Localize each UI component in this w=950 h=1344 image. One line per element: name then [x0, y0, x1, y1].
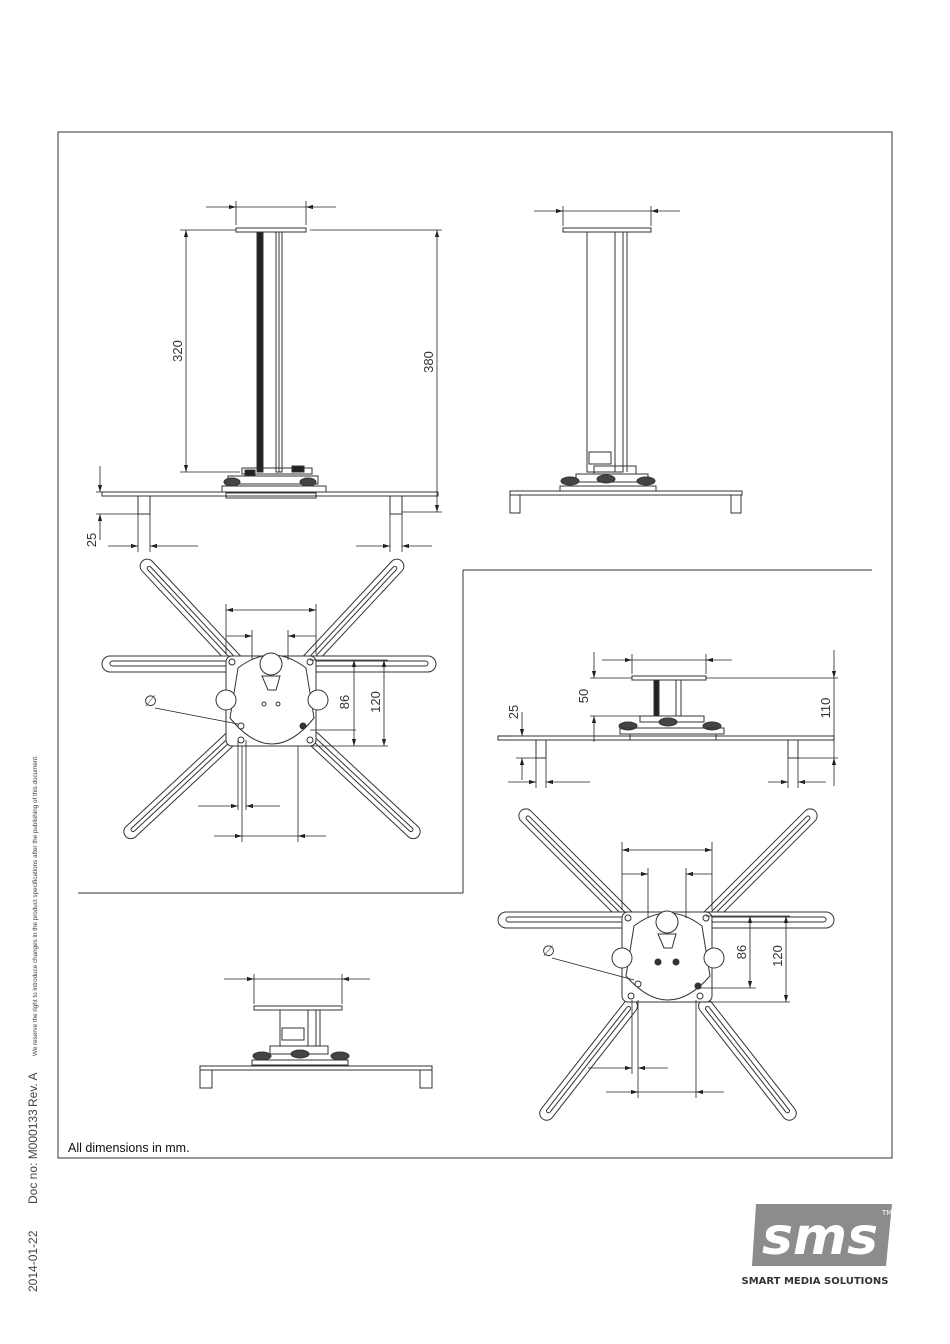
front-view-tall	[102, 228, 438, 514]
dim-110: 110	[818, 698, 833, 719]
hole-symbol-right: ∅	[542, 942, 555, 960]
doc-revision: Rev. A	[26, 1073, 40, 1107]
dimensions-note: All dimensions in mm.	[68, 1141, 190, 1155]
doc-date: 2014-01-22	[26, 1230, 40, 1292]
dim-86-left: 86	[337, 695, 352, 709]
side-view-tall	[510, 228, 742, 513]
side-view-short	[200, 1006, 432, 1088]
front-view-short	[498, 676, 834, 758]
side-view-short-dims	[224, 974, 370, 1004]
dim-380: 380	[421, 351, 436, 373]
dim-320: 320	[170, 340, 185, 362]
sms-logo: sms TM SMART MEDIA SOLUTIONS	[742, 1204, 893, 1287]
side-view-tall-dims	[534, 206, 680, 226]
dim-120-right: 120	[770, 945, 785, 967]
dim-50: 50	[576, 689, 591, 703]
dim-120-left: 120	[368, 691, 383, 713]
drawing-frame	[58, 132, 892, 1158]
doc-number: Doc no: M000133	[26, 1109, 40, 1204]
logo-brand: sms	[762, 1207, 878, 1267]
disclaimer-text: We reserve the right to introduce change…	[32, 755, 39, 1056]
hole-symbol-left: ∅	[144, 692, 157, 710]
sidebar-info: 2014-01-22 Doc no: M000133 Rev. A We res…	[26, 755, 40, 1292]
dim-25-b: 25	[506, 705, 521, 719]
dim-86-right: 86	[734, 945, 749, 959]
logo-tagline: SMART MEDIA SOLUTIONS	[742, 1276, 889, 1287]
logo-trademark: TM	[881, 1209, 892, 1217]
dim-25-a: 25	[84, 533, 99, 547]
